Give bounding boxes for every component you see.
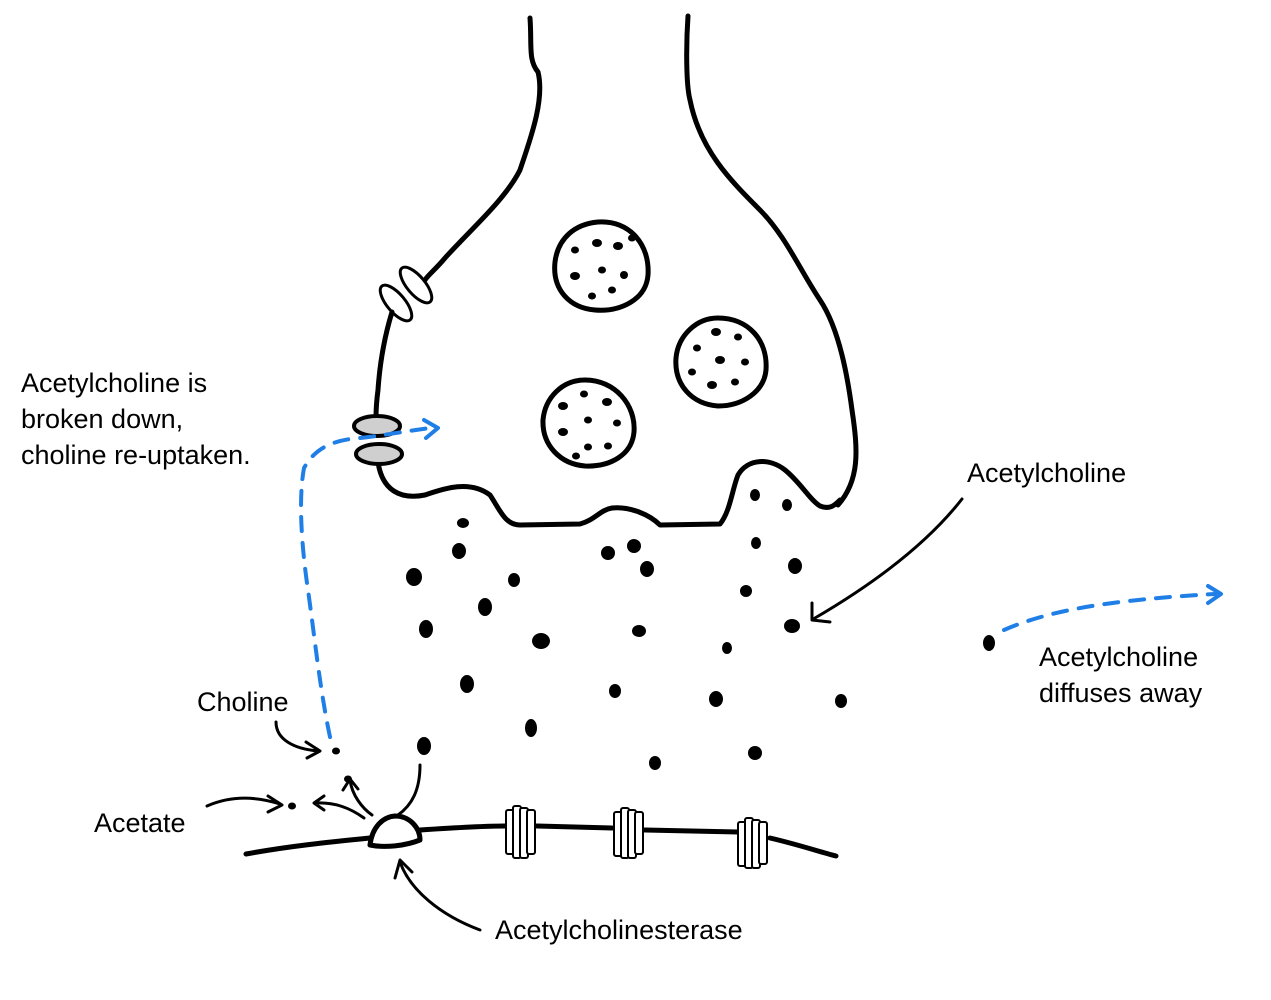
acetylcholinesterase-enzyme	[367, 813, 423, 849]
acetylcholine-label: Acetylcholine	[967, 458, 1127, 488]
presynaptic-terminal-left-lower-wall	[373, 309, 395, 421]
diffusion-arrowhead	[1206, 584, 1223, 605]
acetylcholine-pointer-arrow	[810, 497, 964, 624]
presynaptic-terminal-left-wall	[422, 15, 543, 283]
choline-reuptake-path	[299, 426, 432, 739]
substrate-to-enzyme-arrow	[396, 763, 422, 817]
upper-channel-right	[398, 265, 434, 305]
acetate-molecule	[288, 802, 296, 810]
synaptic-vesicle-3	[540, 377, 637, 469]
postsynaptic-membrane	[243, 823, 839, 859]
acetylcholine-molecules	[406, 489, 995, 770]
acetylcholinesterase-label: Acetylcholinesterase	[495, 915, 743, 945]
presynaptic-terminal-bottom	[375, 459, 843, 528]
upper-channel-left	[378, 283, 414, 323]
synaptic-vesicle-1	[552, 219, 651, 313]
diffuses-away-label: Acetylcholine diffuses away	[1039, 642, 1203, 708]
enzyme-to-choline-arrow	[341, 777, 374, 817]
choline-transporter-top	[352, 414, 402, 438]
choline-reuptake-arrowhead	[422, 418, 440, 440]
choline-pointer-arrow	[274, 720, 322, 760]
acetate-label: Acetate	[94, 808, 186, 838]
choline-molecule-1	[332, 747, 340, 755]
presynaptic-terminal-right-wall	[684, 13, 859, 508]
acetylcholinesterase-pointer-arrow	[393, 858, 482, 932]
acetylcholine-receptor-2	[613, 807, 644, 859]
acetylcholine-receptor-3	[737, 817, 768, 869]
acetylcholine-receptor-1	[505, 805, 536, 859]
enzyme-to-acetate-arrow	[312, 794, 366, 820]
choline-transporter-bottom	[354, 442, 404, 466]
synaptic-vesicle-2	[673, 315, 769, 409]
acetate-pointer-arrow	[205, 794, 284, 814]
diffusion-path	[1002, 592, 1217, 632]
choline-label: Choline	[197, 687, 289, 717]
reuptake-label: Acetylcholine is broken down, choline re…	[21, 368, 251, 470]
